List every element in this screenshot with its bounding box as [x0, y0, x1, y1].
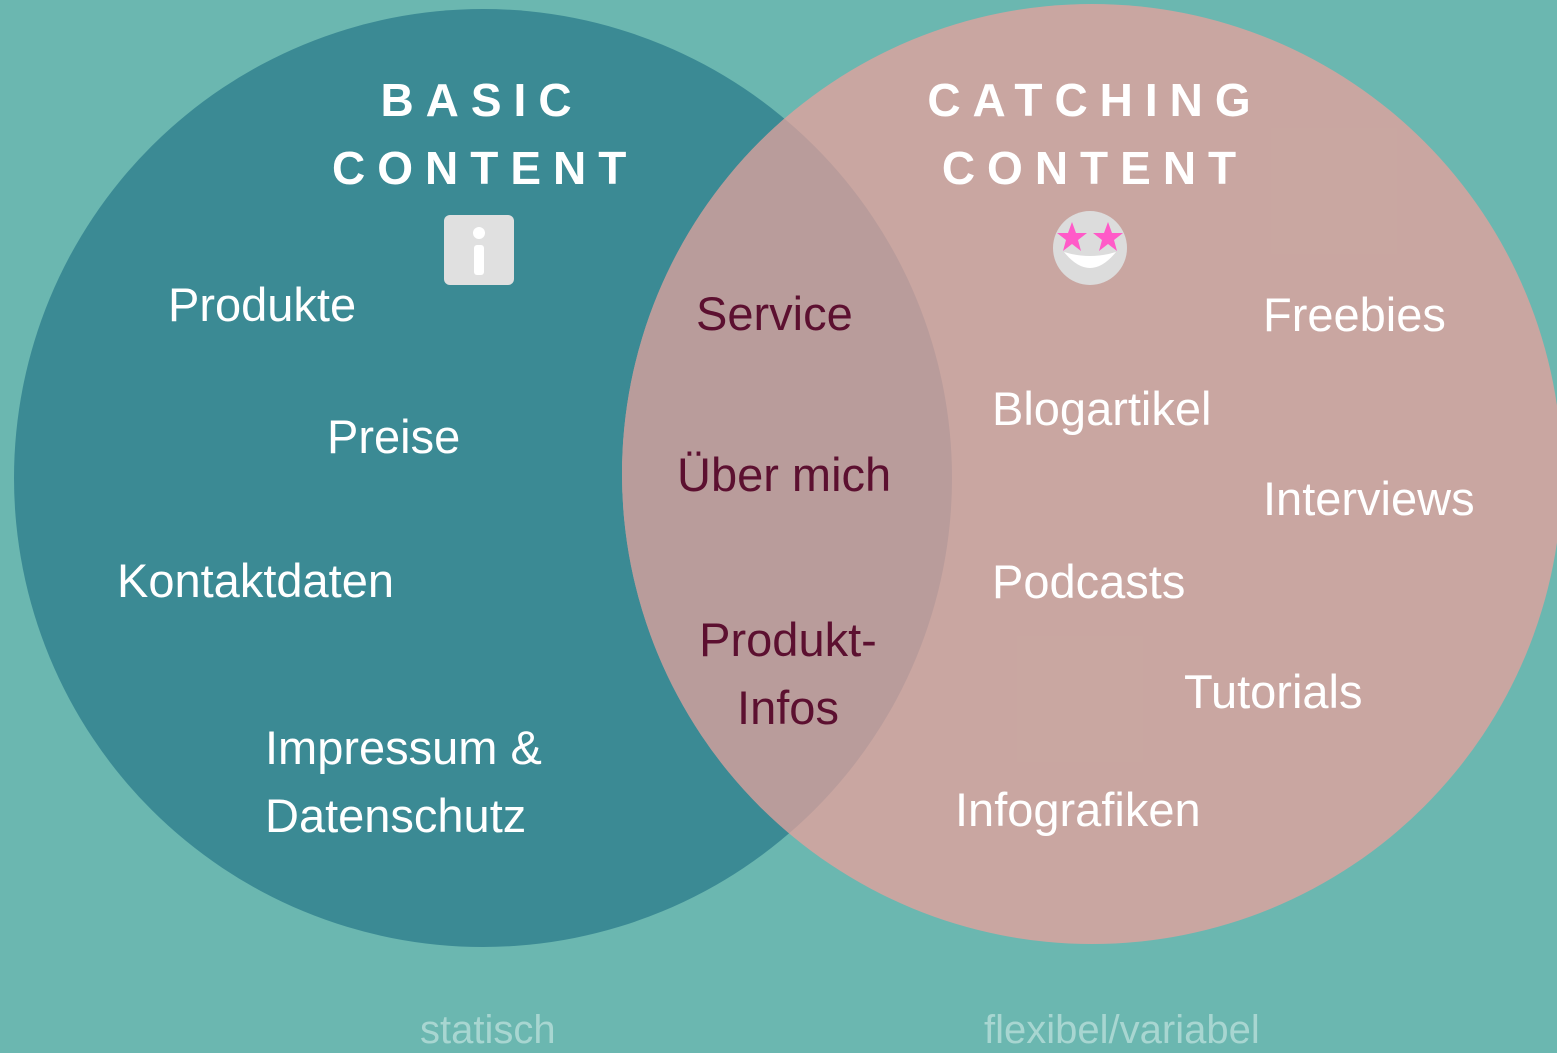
item-interviews: Interviews — [1263, 472, 1475, 525]
item-impressum-datenschutz: Impressum & Datenschutz — [265, 714, 542, 850]
item-service: Service — [696, 287, 853, 340]
item-preise: Preise — [327, 410, 461, 463]
item-ueber-mich: Über mich — [677, 448, 892, 501]
catching-content-title: CATCHING CONTENT — [920, 66, 1270, 202]
basic-title-line1: BASIC — [380, 74, 584, 126]
caption-flexibel-variabel: flexibel/variabel — [984, 1008, 1260, 1052]
impressum-line2: Datenschutz — [265, 789, 527, 842]
star-struck-emoji-icon — [1053, 211, 1127, 285]
basic-content-title: BASIC CONTENT — [332, 66, 632, 202]
produkt-line1: Produkt- — [699, 613, 877, 666]
produkt-line2: Infos — [737, 681, 839, 734]
catching-title-line2: CONTENT — [941, 142, 1249, 194]
item-blogartikel: Blogartikel — [992, 382, 1212, 435]
caption-statisch: statisch — [420, 1008, 556, 1052]
item-tutorials: Tutorials — [1184, 665, 1363, 718]
item-podcasts: Podcasts — [992, 555, 1186, 608]
impressum-line1: Impressum & — [265, 721, 542, 774]
item-kontaktdaten: Kontaktdaten — [117, 554, 394, 607]
item-infografiken: Infografiken — [955, 783, 1201, 836]
item-produkte: Produkte — [168, 278, 357, 331]
item-produkt-infos: Produkt- Infos — [688, 606, 888, 742]
item-freebies: Freebies — [1263, 288, 1446, 341]
info-icon — [444, 215, 514, 285]
catching-title-line1: CATCHING — [927, 74, 1263, 126]
basic-title-line2: CONTENT — [332, 142, 639, 194]
